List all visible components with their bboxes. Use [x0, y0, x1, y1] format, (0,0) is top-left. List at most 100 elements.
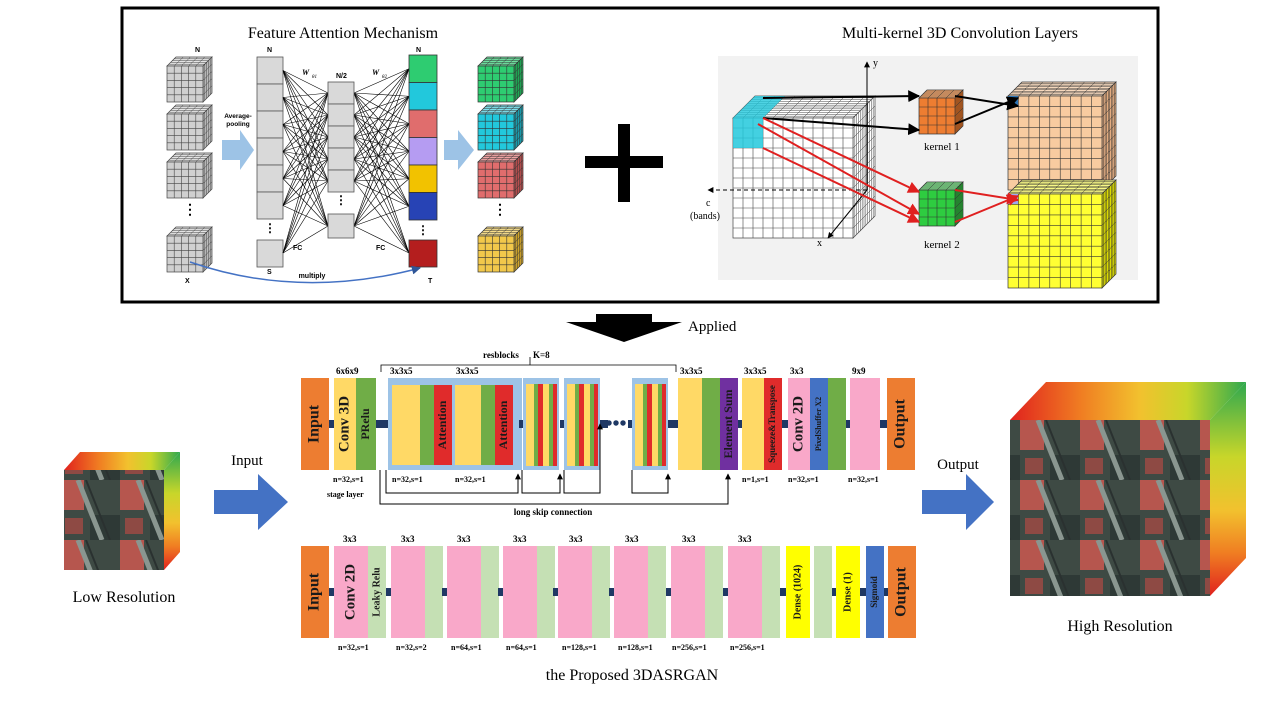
neuron-half [327, 125, 355, 149]
gen-conv3d-label: Conv 3D [336, 396, 352, 452]
axis-c: c [706, 198, 711, 209]
label-n-pooled: N [267, 47, 272, 54]
cube-ellipsis: ⋮ [493, 203, 507, 218]
k-label: K=8 [533, 350, 550, 360]
fc-edge [353, 96, 410, 182]
neuron-half [327, 103, 355, 127]
attention-weight [408, 109, 438, 138]
avg-pool-label: Average- [224, 113, 252, 120]
kernel2-flow-arrow [762, 147, 921, 223]
fc-edge [353, 68, 410, 138]
neuron-half [327, 169, 355, 193]
fc-edge [353, 150, 410, 160]
gen-dim-label: 3x3x5 [680, 366, 703, 376]
gen-element-sum-label: Element Sum [721, 389, 735, 458]
fc-edge [353, 96, 410, 227]
fc-edge [282, 136, 329, 179]
res-prelu-mini [534, 384, 538, 466]
fc-edge [282, 124, 329, 138]
dis-leaky [481, 546, 499, 638]
res-prelu-a [420, 385, 434, 465]
gen-output [887, 378, 915, 470]
diagram-caption: the Proposed 3DASRGAN [546, 667, 719, 684]
fc-edge [353, 136, 410, 254]
skip-conn-4 [631, 470, 671, 494]
output-arrow-label: Output [937, 457, 980, 473]
res-prelu-mini [590, 384, 594, 466]
connector [442, 588, 447, 596]
fc-edge [353, 92, 410, 254]
avg-pool-arrow [222, 130, 254, 170]
fc-edge [353, 68, 410, 160]
avg-pool-label-2: pooling [226, 121, 249, 128]
fc-edge [282, 92, 329, 254]
res-prelu-mini [643, 384, 647, 466]
dis-dim-label: 3x3 [738, 534, 752, 544]
gen-prelu-final [828, 378, 846, 470]
fc-edge [282, 92, 329, 152]
dis-output-label: Output [893, 566, 910, 616]
dis-conv [614, 546, 648, 638]
dis-sigmoid-label: Sigmoid [869, 576, 879, 608]
label-n-output: N [416, 47, 421, 54]
kernel1-flow-arrow [762, 117, 921, 136]
gen-pixelshuffer [810, 378, 828, 470]
res-conv-mini [584, 384, 590, 466]
connector [738, 420, 742, 428]
label-fc-1: FC [293, 245, 302, 252]
gen-dim-label: 3x3x5 [744, 366, 767, 376]
dis-param-label: n=256,s=1 [730, 643, 765, 652]
neuron-ellipsis: ⋮ [335, 193, 347, 207]
axis-y: y [873, 58, 878, 69]
dis-leaky [705, 546, 723, 638]
long-skip-connection [379, 470, 731, 505]
res-conv-a [392, 385, 420, 465]
dis-dense-1024-label: Dense (1024) [792, 565, 803, 620]
skip-conn-2 [521, 470, 563, 494]
res-attn-mini [647, 384, 652, 466]
fc-edge [353, 96, 410, 138]
dis-conv [503, 546, 537, 638]
fc-edge [282, 151, 329, 160]
fc-edge [282, 205, 329, 227]
fc-edge [282, 114, 329, 254]
gen-input-label: Input [306, 404, 323, 443]
connector [666, 588, 671, 596]
label-n-half: N/2 [336, 73, 347, 80]
resblock-ellipsis: ••• [605, 413, 626, 435]
neuron-n [256, 110, 284, 139]
res-attn-mini [594, 384, 598, 466]
dis-conv [391, 546, 425, 638]
fc-edge [353, 114, 410, 254]
fc-edge [353, 205, 410, 227]
label-x: X [185, 278, 190, 285]
attention-weight [408, 82, 438, 111]
label-w2: W [372, 68, 380, 77]
connector [329, 420, 334, 428]
dis-leaky [425, 546, 443, 638]
neuron-half [327, 81, 355, 105]
connector [386, 588, 391, 596]
fc-edge [353, 178, 410, 227]
dis-param-label: n=32,s=1 [338, 643, 369, 652]
kernel2-flow-arrow [757, 123, 921, 215]
fc-edge [353, 150, 410, 182]
gen-param-label: n=32,s=1 [392, 475, 423, 484]
colored-cube [477, 104, 524, 151]
dis-param-label: n=32,s=2 [396, 643, 427, 652]
dis-dim-label: 3x3 [401, 534, 415, 544]
colored-cube [477, 226, 524, 273]
fc-edge [353, 225, 410, 254]
hidden-vector-column: ⋮ [327, 81, 355, 239]
connector [723, 588, 728, 596]
dis-leaky-relu [368, 546, 386, 638]
fc-edge [282, 114, 329, 179]
stage-layer-label: stage layer [327, 490, 364, 499]
connector [628, 420, 632, 428]
fc-edge [353, 95, 410, 116]
res-conv-mini [543, 384, 549, 466]
input-arrow [214, 474, 288, 530]
fc-edge [353, 158, 410, 254]
